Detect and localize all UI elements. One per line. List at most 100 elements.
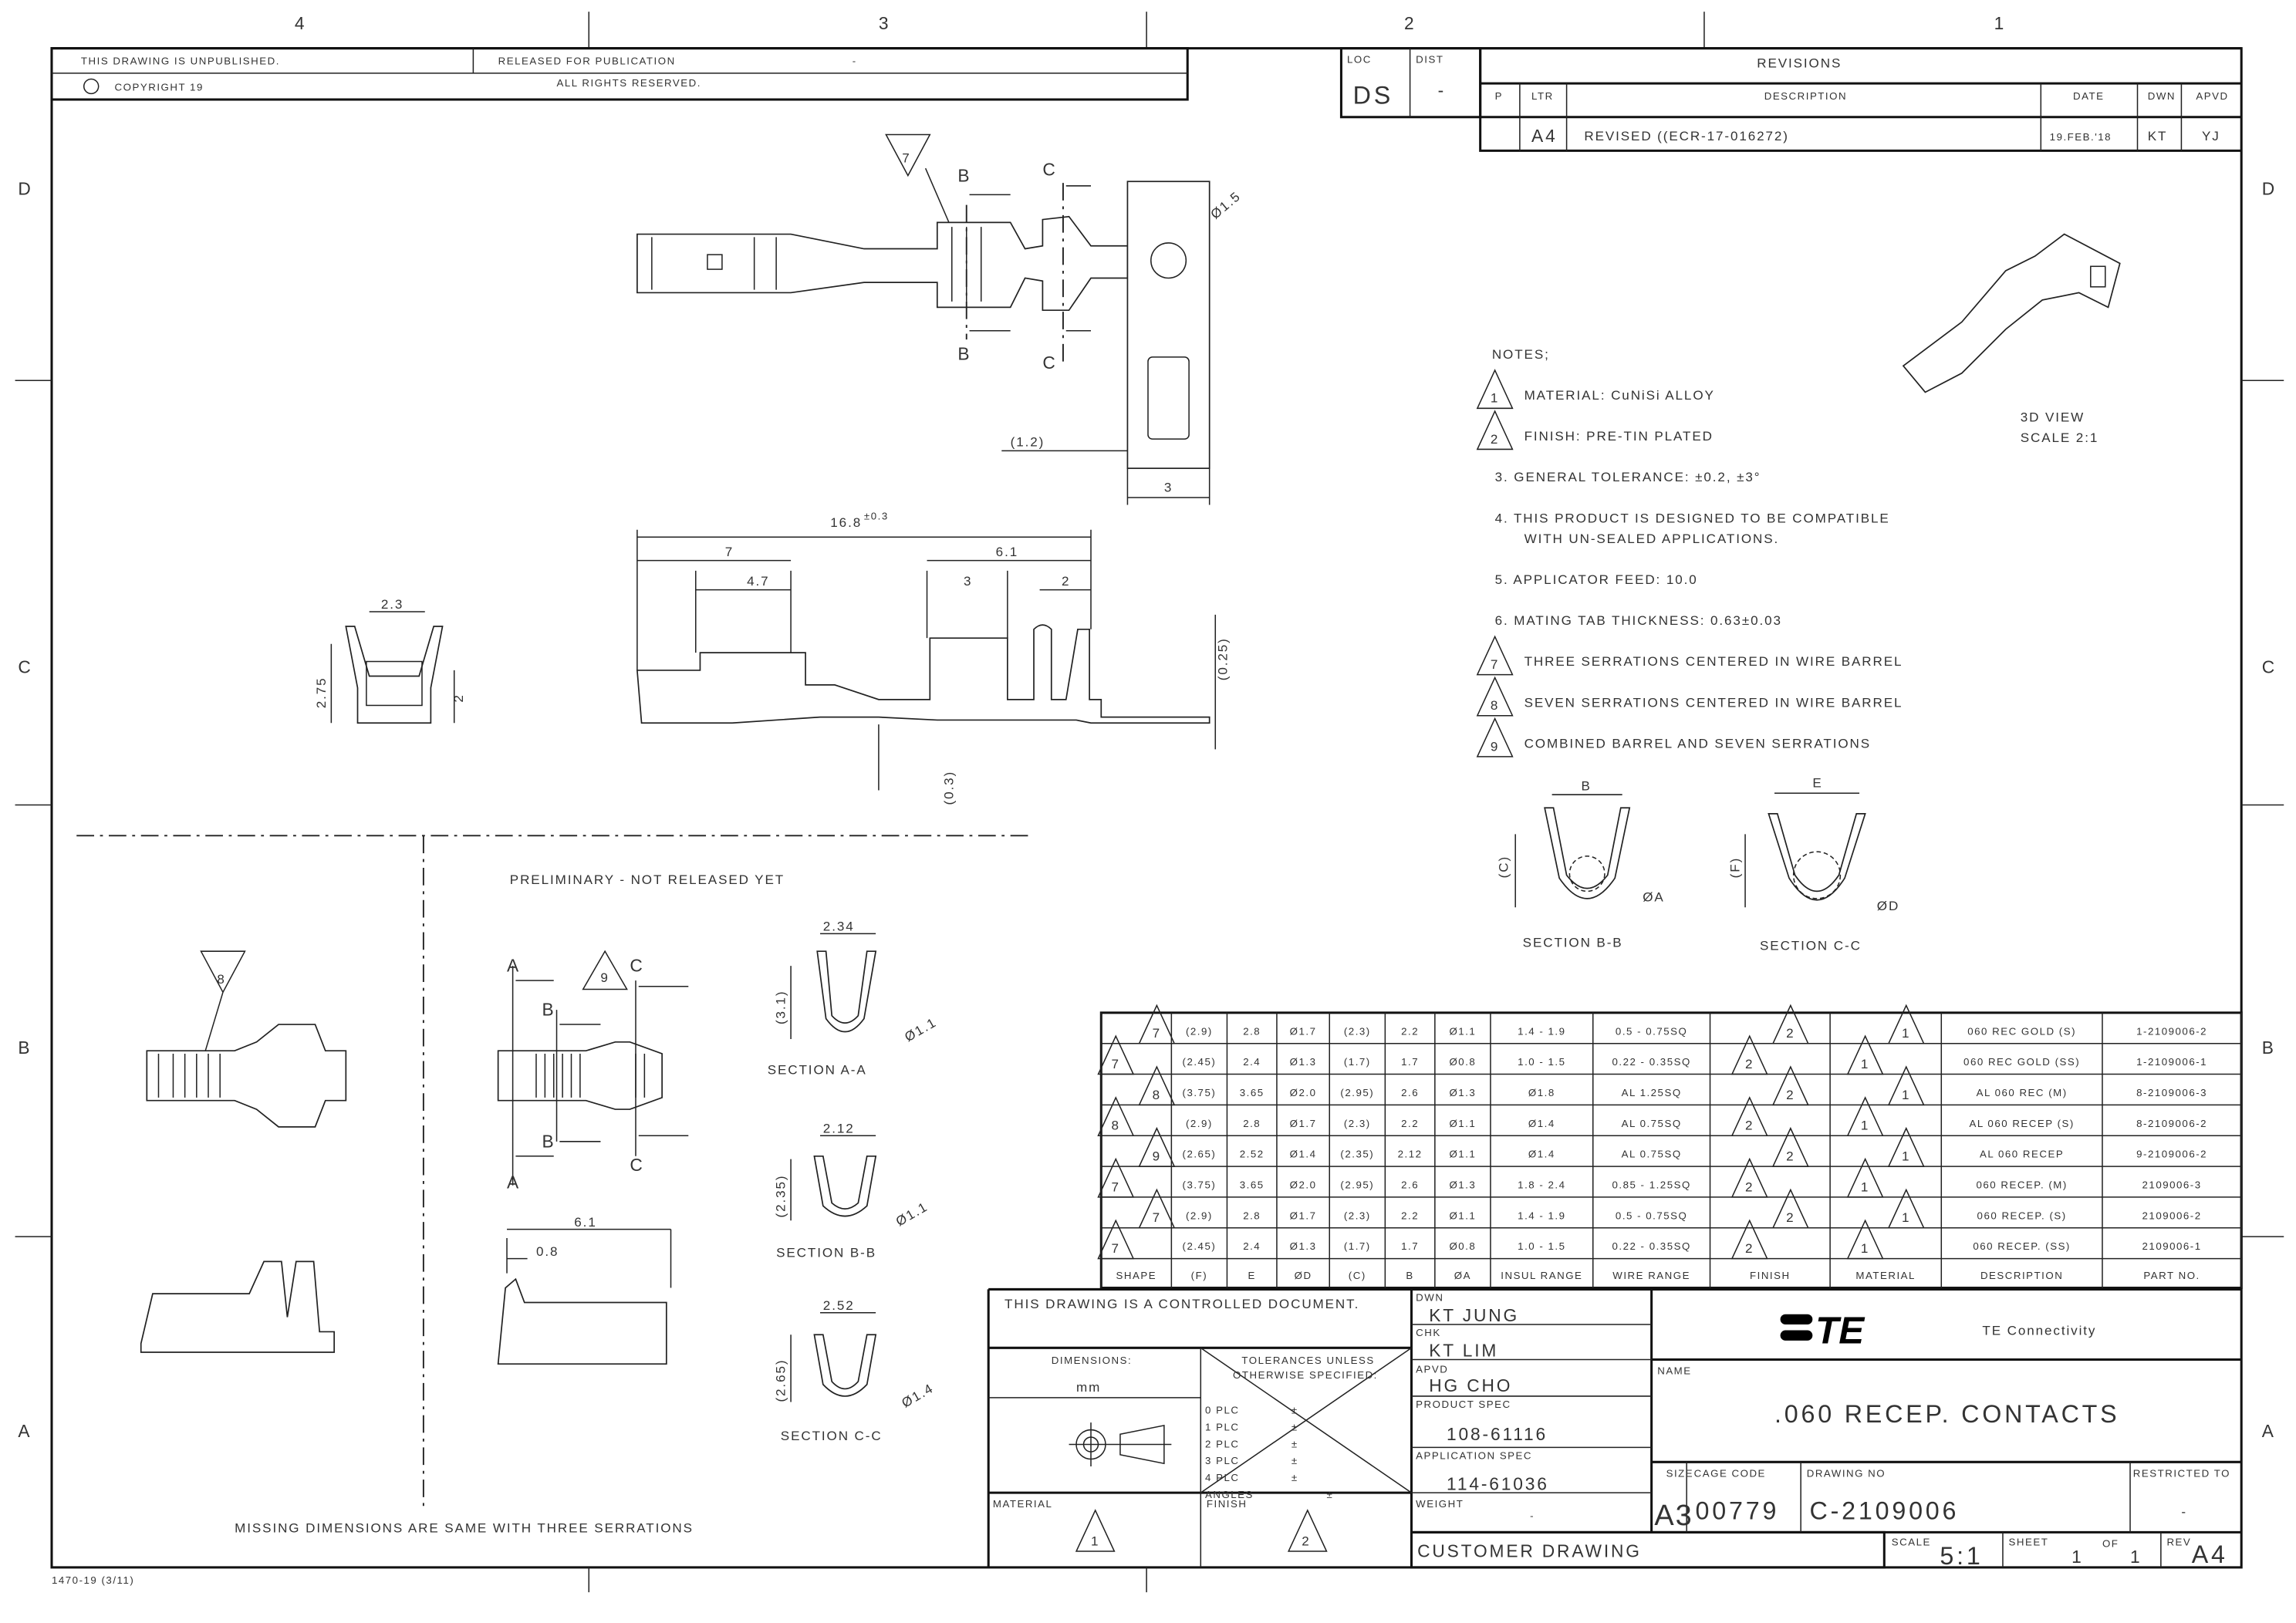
rev-label: REV	[2166, 1536, 2191, 1547]
rev-approved: YJ	[2202, 129, 2220, 143]
dim-cc-width: 2.52	[823, 1298, 855, 1313]
cell-part: 9-2109006-2	[2136, 1149, 2207, 1160]
sheet-label: SHEET	[2009, 1536, 2049, 1547]
table-header: ØA	[1454, 1270, 1471, 1281]
revisions-title: REVISIONS	[1757, 56, 1842, 70]
3d-view-scale: SCALE 2:1	[2021, 430, 2099, 445]
cell-d: Ø2.0	[1290, 1087, 1317, 1098]
zone-label: 2	[1404, 13, 1416, 33]
section-bb-title: SECTION B-B	[776, 1246, 876, 1260]
dim-bb-dia: Ø1.1	[893, 1200, 930, 1230]
cell-d: Ø1.7	[1290, 1210, 1317, 1221]
dim-bb-width: 2.12	[823, 1121, 855, 1135]
finish-label: FINISH	[1207, 1498, 1248, 1510]
finish-flag: 2	[1771, 1126, 1809, 1167]
note-item: 2 FINISH: PRE-TIN PLATED	[1476, 410, 1714, 450]
scale-value: 5:1	[1940, 1542, 1983, 1570]
tolerance-sign: ±	[1292, 1472, 1298, 1483]
dim-6-1: 6.1	[996, 545, 1018, 559]
cell-a: Ø1.1	[1449, 1118, 1476, 1129]
table-header: SHAPE	[1116, 1270, 1157, 1281]
material-flag: 1	[1887, 1126, 1925, 1167]
finish-flag-number: 2	[1786, 1026, 1795, 1041]
flag-9: 9	[600, 970, 609, 985]
note-flag: 2	[1476, 410, 1514, 450]
cell-b: 1.7	[1401, 1056, 1419, 1068]
table-header: E	[1248, 1270, 1256, 1281]
material-flag: 1	[1846, 1157, 1884, 1198]
note-flag: 7	[1476, 635, 1514, 676]
tolerance-row-label: 0 PLC	[1205, 1405, 1239, 1416]
cell-insul: Ø1.4	[1528, 1118, 1555, 1129]
cell-e: 3.65	[1240, 1179, 1264, 1191]
preliminary-note: PRELIMINARY - NOT RELEASED YET	[510, 872, 785, 887]
material-flag: 1	[1887, 1065, 1925, 1106]
drawing-name: .060 RECEP. CONTACTS	[1774, 1400, 2119, 1428]
cell-insul: Ø1.4	[1528, 1149, 1555, 1160]
weight-label: WEIGHT	[1416, 1498, 1464, 1510]
note-flag-number: 2	[1491, 432, 1499, 447]
te-logo: TE	[1780, 1310, 1866, 1352]
cell-wire: 0.22 - 0.35SQ	[1612, 1056, 1690, 1068]
rev-letter: A4	[1531, 126, 1558, 146]
zone-label: D	[18, 178, 32, 198]
dim-lower-6-1: 6.1	[574, 1215, 596, 1230]
dim-thickness-03: (0.3)	[942, 771, 957, 805]
cell-c: (2.35)	[1340, 1149, 1374, 1160]
rev-header: DESCRIPTION	[1764, 90, 1847, 102]
title-block: THIS DRAWING IS A CONTROLLED DOCUMENT. D…	[987, 1287, 2242, 1570]
loc-value: DS	[1353, 82, 1393, 110]
material-flag-number: 1	[1902, 1026, 1910, 1041]
cell-f: (2.65)	[1183, 1149, 1217, 1160]
dim-thickness-025: (0.25)	[1215, 637, 1230, 680]
cell-e: 3.65	[1240, 1087, 1264, 1098]
section-b-label: B	[542, 1000, 556, 1020]
finish-flag: 2	[1730, 1034, 1768, 1075]
note-item: 3. GENERAL TOLERANCE: ±0.2, ±3°	[1495, 470, 1760, 484]
loc-label: LOC	[1347, 54, 1372, 66]
tolerance-sign: ±	[1326, 1489, 1333, 1500]
shape-flag: 7	[1097, 1157, 1135, 1198]
section-c-label: C	[1042, 160, 1057, 180]
section-a-label: A	[507, 956, 521, 976]
cell-d: Ø1.3	[1290, 1056, 1317, 1068]
flag-7: 7	[902, 151, 910, 166]
product-spec: 108-61116	[1447, 1424, 1548, 1444]
cell-wire: 0.5 - 0.75SQ	[1616, 1210, 1687, 1221]
finish-flag: 2	[1730, 1219, 1768, 1260]
cell-c: (1.7)	[1344, 1240, 1371, 1252]
note-text: FINISH: PRE-TIN PLATED	[1524, 429, 1714, 444]
cell-f: (2.9)	[1186, 1210, 1213, 1221]
loc-dist-box: LOC DS DIST -	[1339, 47, 1482, 119]
note-item: 5. APPLICATOR FEED: 10.0	[1495, 572, 1697, 587]
table-header: ØD	[1295, 1270, 1312, 1281]
cell-a: Ø1.1	[1449, 1210, 1476, 1221]
dim-a: ØA	[1643, 890, 1664, 905]
zone-label: 3	[879, 13, 891, 33]
shape-flag-number: 9	[1153, 1149, 1161, 1163]
size-label: SIZE	[1666, 1467, 1694, 1479]
revision-row: A4 REVISED ((ECR-17-016272) 19.FEB.'18 K…	[1531, 126, 2220, 146]
size-value: A3	[1654, 1500, 1693, 1532]
rev-description: REVISED ((ECR-17-016272)	[1584, 129, 1789, 143]
section-bb-left: 2.12 (2.35) Ø1.1 SECTION B-B	[773, 1121, 930, 1260]
finish-flag-number: 2	[1745, 1119, 1754, 1133]
shape-flag-number: 7	[1153, 1026, 1161, 1041]
section-b-label: B	[957, 344, 971, 364]
table-header: DESCRIPTION	[1980, 1270, 2063, 1281]
finish-flag: 2	[1771, 1065, 1809, 1106]
dwn-label: DWN	[1416, 1292, 1443, 1304]
rev-header: APVD	[2196, 90, 2228, 102]
finish-flag-number: 2	[1745, 1057, 1754, 1071]
cell-part: 2109006-2	[2142, 1210, 2202, 1221]
cell-wire: 0.5 - 0.75SQ	[1616, 1025, 1687, 1037]
shape-flag-number: 7	[1112, 1057, 1120, 1071]
dim-overall-tol: ±0.3	[864, 511, 889, 522]
material-flag-number: 1	[1861, 1179, 1869, 1194]
cell-part: 1-2109006-2	[2136, 1025, 2207, 1037]
